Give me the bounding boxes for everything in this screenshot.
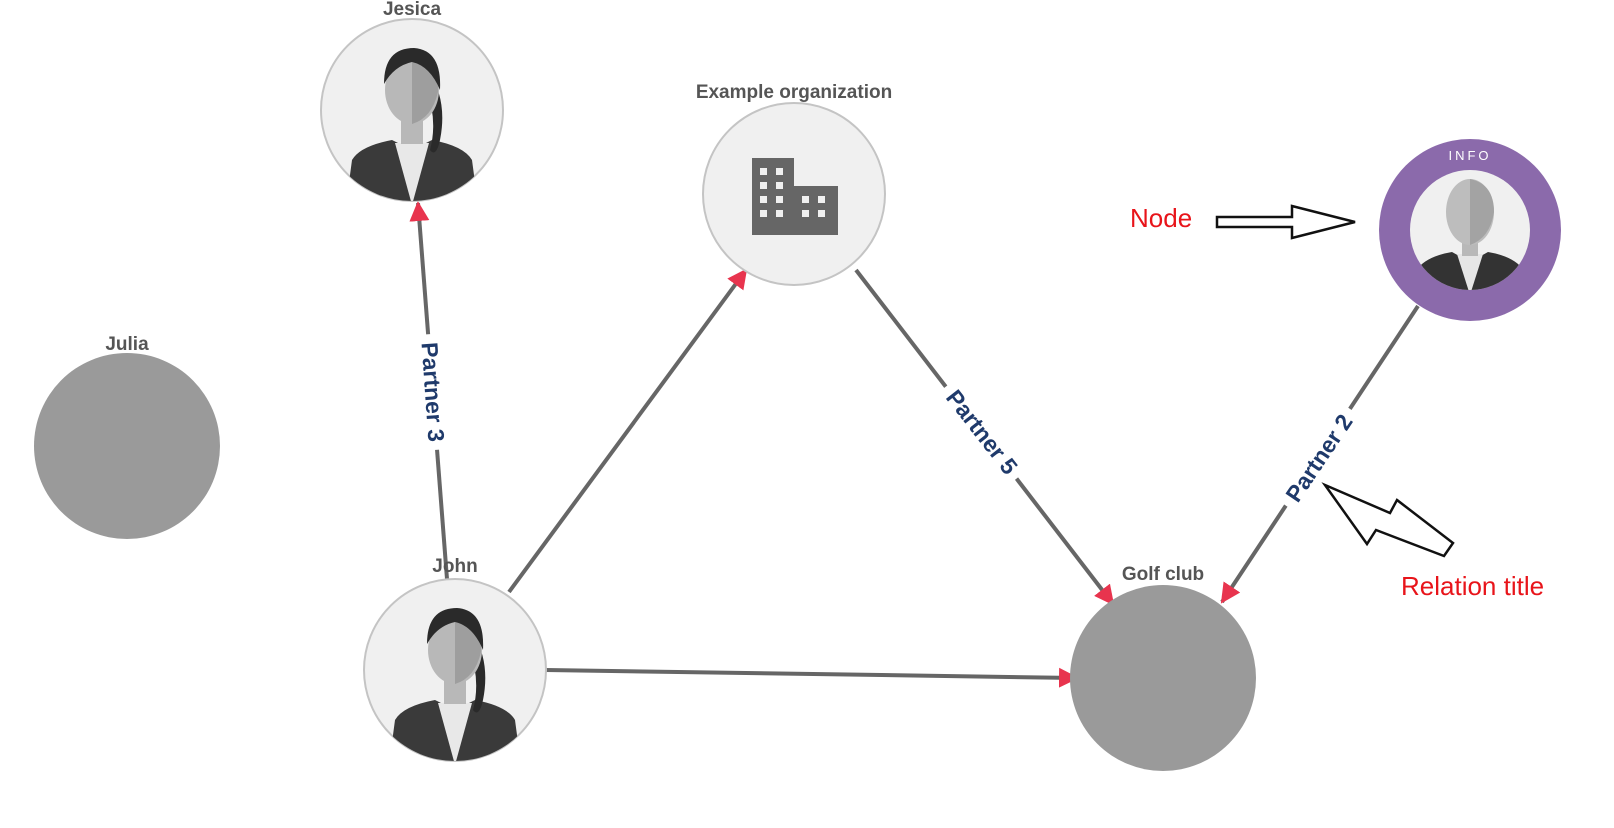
node-label-jesica: Jesica [383, 0, 442, 20]
node-golf-club[interactable]: Golf club [1070, 564, 1256, 771]
edge-label-partner-5: Partner 5 [941, 385, 1023, 480]
annotation-node: Node [1130, 203, 1356, 240]
node-label-julia: Julia [105, 334, 149, 355]
info-badge-text: INFO [1448, 148, 1491, 163]
woman-avatar-icon [346, 48, 478, 201]
annotation-node-label: Node [1130, 203, 1192, 233]
node-label-john: John [432, 556, 477, 577]
edge-john-golf-club[interactable] [545, 667, 1079, 688]
node-label-golf-club: Golf club [1122, 564, 1204, 585]
edge-label-partner-2: Partner 2 [1280, 409, 1357, 506]
node-example-organization[interactable]: Example organization [696, 82, 892, 286]
node-label-example-organization: Example organization [696, 82, 892, 103]
node-info[interactable]: INFO [1379, 139, 1561, 321]
node-julia[interactable]: Julia [34, 334, 220, 539]
annotation-relation-title-label: Relation title [1401, 571, 1544, 601]
woman-avatar-icon [389, 608, 521, 761]
arrow-up-left-icon [1321, 482, 1455, 558]
node-john[interactable]: John [363, 556, 547, 765]
arrow-right-icon [1215, 204, 1356, 240]
edge-john-organization[interactable] [507, 268, 748, 594]
annotation-relation-title: Relation title [1321, 482, 1544, 601]
building-icon [752, 158, 838, 235]
node-jesica[interactable]: Jesica [320, 0, 504, 205]
